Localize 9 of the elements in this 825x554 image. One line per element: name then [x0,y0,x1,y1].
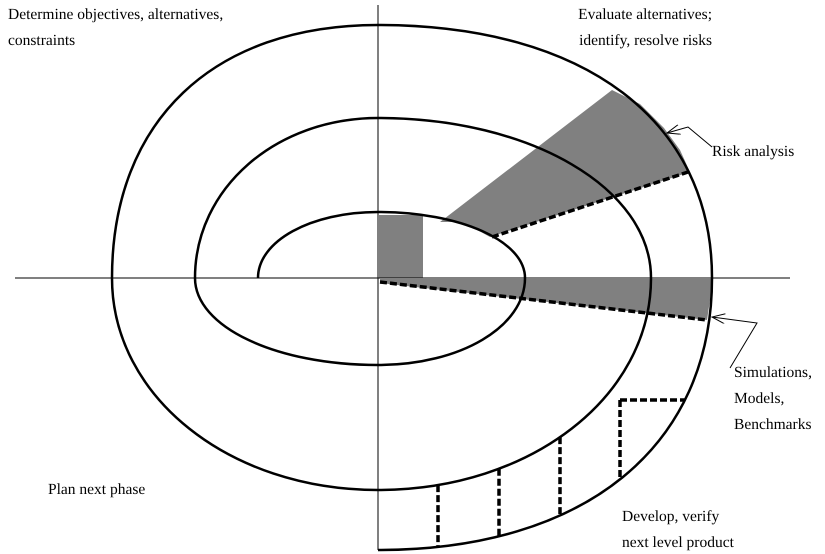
shaded-band [440,90,690,237]
quadrant-label: Evaluate alternatives; identify, resolve risks [577,5,712,51]
callout-text: Risk analysis [712,139,794,165]
quadrant-label: Plan next phase [48,480,146,500]
quadrant-label: Develop, verify next level product [622,507,735,553]
callout-text: Simulations, Models, Benchmarks [734,360,824,438]
leader-line [712,313,758,368]
quadrant-label: Determine objectives, alternatives, constraints [8,5,224,51]
leader-line [666,124,712,148]
